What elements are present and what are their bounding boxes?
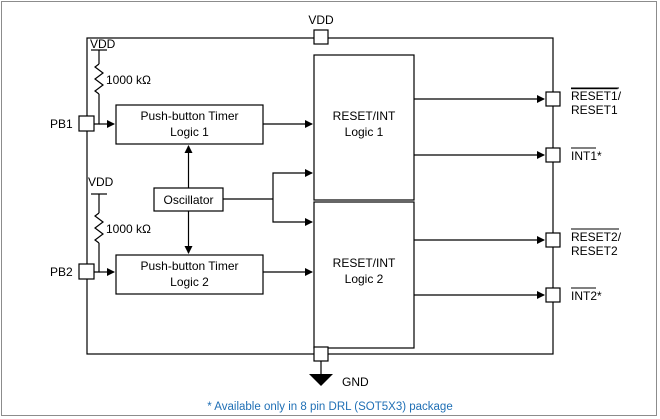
timer1-label-line1: Push-button Timer [140, 109, 238, 123]
reset1-label-line2: Logic 1 [345, 125, 384, 139]
timer1-block [115, 104, 264, 145]
reset1-out-label-2: RESET1 [571, 103, 618, 117]
int1-out-pin [545, 147, 561, 163]
int2-out-label: INT2* [571, 289, 602, 303]
vdd-pin [313, 29, 329, 45]
gnd-pin [313, 346, 329, 362]
osc-to-reset1-wire [272, 169, 313, 199]
vdd-pin-label: VDD [308, 13, 334, 27]
int2-out-pin [545, 287, 561, 303]
footnote: * Available only in 8 pin DRL (SOT5X3) p… [207, 401, 452, 413]
resistor-2-label: 1000 kΩ [106, 222, 151, 236]
vdd1-label: VDD [90, 37, 116, 51]
timer2-block [115, 254, 264, 295]
pb2-pin [78, 263, 95, 280]
ground-symbol-icon [309, 374, 333, 386]
pb1-pullup-wire [94, 94, 100, 125]
reset2-out-label-2: RESET2 [571, 244, 618, 258]
gnd-label: GND [342, 375, 369, 389]
osc-to-reset2-wire [272, 199, 313, 226]
reset1-out-pin [545, 91, 561, 107]
int1-out-label: INT1* [571, 149, 602, 163]
reset1-bar-text: RESET1 [571, 89, 618, 103]
pb1-label: PB1 [50, 117, 73, 131]
vdd2-label: VDD [88, 175, 114, 189]
resistor-2 [94, 212, 104, 244]
reset2-block [313, 201, 415, 349]
oscillator-label: Oscillator [163, 193, 213, 207]
reset2-label-line2: Logic 2 [345, 272, 384, 286]
reset1-block [313, 54, 415, 201]
timer2-label-line2: Logic 2 [170, 275, 209, 289]
resistor-1-label: 1000 kΩ [106, 73, 151, 87]
resistor-1 [94, 63, 104, 95]
timer1-label-line2: Logic 1 [170, 125, 209, 139]
reset1-out-label: RESET1/ [571, 89, 622, 103]
reset2-out-label: RESET2/ [571, 230, 622, 244]
reset2-out-pin [545, 232, 561, 248]
reset1-label-line1: RESET/INT [333, 109, 396, 123]
pb2-pullup-wire [94, 243, 100, 273]
reset2-label-line1: RESET/INT [333, 256, 396, 270]
pb1-pin [78, 115, 95, 132]
timer2-label-line1: Push-button Timer [140, 259, 238, 273]
pb2-label: PB2 [50, 265, 73, 279]
